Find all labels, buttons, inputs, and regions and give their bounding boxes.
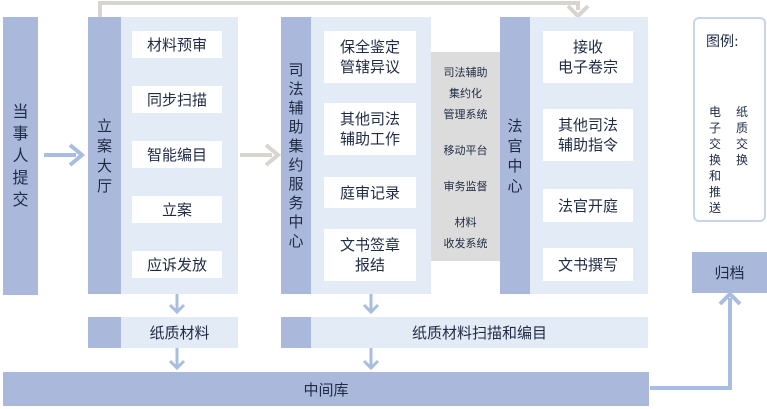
legend-electronic-label: 电子交换和推送 xyxy=(709,105,722,215)
judicial-center-header: 司法辅助集约服务中心 xyxy=(281,17,311,294)
task-other-assistance: 其他司法 辅助工作 xyxy=(324,103,416,155)
filing-hall-label: 立案大厅 xyxy=(97,116,113,195)
platform-mobile: 移动平台 xyxy=(443,144,488,157)
top-feedback-arrow xyxy=(98,1,580,17)
task-other-instructions: 其他司法 辅助指令 xyxy=(543,109,633,161)
petitioner-label: 当事人提交 xyxy=(12,102,29,209)
judge-center-label: 法官中心 xyxy=(507,116,523,195)
judicial-center-label: 司法辅助集约服务中心 xyxy=(288,60,304,250)
task-preservation-appraisal: 保全鉴定 管辖异议 xyxy=(324,31,416,83)
legend-box xyxy=(693,17,766,222)
platform-column xyxy=(431,52,500,261)
step-sync-scan: 同步扫描 xyxy=(132,86,222,113)
task-receive-e-file: 接收 电子卷宗 xyxy=(543,31,633,83)
paper-scan-bar: 纸质材料扫描和编目 xyxy=(311,317,648,348)
scan-bar-left-cap xyxy=(281,317,311,348)
archive-box: 归档 xyxy=(692,252,767,293)
legend-paper-label: 纸质交换 xyxy=(736,105,749,167)
paper-bar-left-cap xyxy=(88,317,121,348)
task-trial-record: 庭审记录 xyxy=(324,177,416,208)
paper-materials-bar: 纸质材料 xyxy=(121,317,238,348)
step-smart-catalog: 智能编目 xyxy=(132,141,222,168)
step-case-filing: 立案 xyxy=(132,196,222,223)
platform-material-system: 材料 收发系统 xyxy=(443,216,488,250)
archive-arrow xyxy=(650,298,732,390)
task-document-seal: 文书签章 报结 xyxy=(324,229,416,281)
judge-center-header: 法官中心 xyxy=(500,17,530,294)
filing-hall-header: 立案大厅 xyxy=(88,17,121,294)
step-material-review: 材料预审 xyxy=(132,31,222,58)
legend-title: 图例: xyxy=(706,34,739,50)
task-document-writing: 文书撰写 xyxy=(543,248,633,281)
platform-supervision: 审务监督 xyxy=(443,180,488,193)
petitioner-column: 当事人提交 xyxy=(3,17,38,295)
platform-management-system: 司法辅助 集约化 管理系统 xyxy=(443,66,488,121)
step-response-issue: 应诉发放 xyxy=(132,251,222,278)
intermediate-warehouse: 中间库 xyxy=(3,372,649,406)
task-judge-trial: 法官开庭 xyxy=(543,189,633,222)
